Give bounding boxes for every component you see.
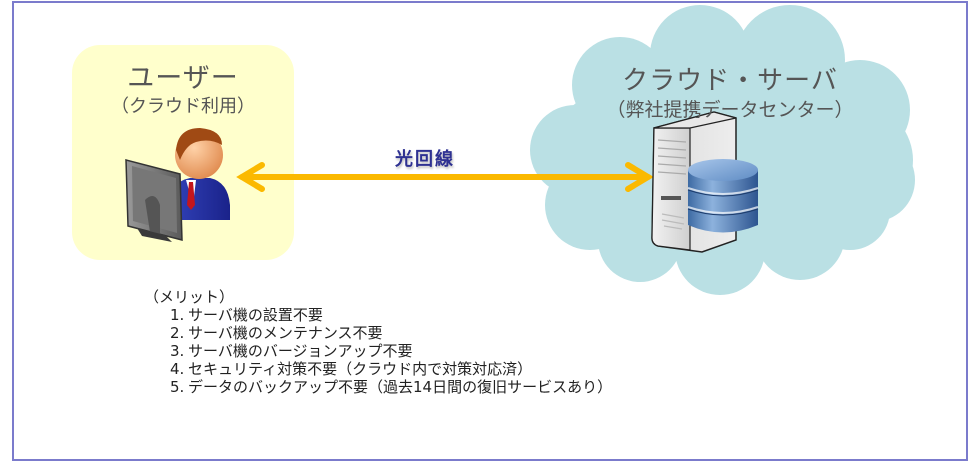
- merit-text: セキュリティ対策不要（クラウド内で対策対応済）: [188, 360, 533, 378]
- user-computer-icon: [125, 128, 230, 242]
- bidirectional-arrow-icon: [236, 162, 654, 192]
- merit-item: 3.サーバ機のバージョンアップ不要: [150, 342, 612, 360]
- merit-text: データのバックアップ不要（過去14日間の復旧サービスあり）: [188, 378, 613, 396]
- server-title: クラウド・サーバ: [622, 66, 838, 96]
- merit-item: 4.セキュリティ対策不要（クラウド内で対策対応済）: [150, 360, 612, 378]
- server-database-icon: [651, 111, 759, 253]
- user-subtitle: （クラウド利用）: [111, 96, 255, 117]
- merit-text: サーバ機のメンテナンス不要: [188, 324, 383, 342]
- connection-label: 光回線: [395, 149, 455, 170]
- merit-number: 1.: [170, 306, 185, 324]
- merits-list: （メリット） 1.サーバ機の設置不要 2.サーバ機のメンテナンス不要 3.サーバ…: [144, 288, 612, 396]
- merit-item: 5.データのバックアップ不要（過去14日間の復旧サービスあり）: [150, 378, 612, 396]
- merit-number: 4.: [170, 360, 185, 378]
- merits-heading: （メリット）: [144, 288, 235, 306]
- merit-number: 5.: [170, 378, 185, 396]
- server-subtitle: （弊社提携データセンター）: [606, 99, 854, 121]
- merit-item: 2.サーバ機のメンテナンス不要: [150, 324, 612, 342]
- merit-text: サーバ機のバージョンアップ不要: [188, 342, 413, 360]
- merit-number: 2.: [170, 324, 185, 342]
- merit-item: 1.サーバ機の設置不要: [150, 306, 612, 324]
- user-title: ユーザー: [127, 63, 239, 94]
- merit-text: サーバ機の設置不要: [188, 306, 323, 324]
- merit-number: 3.: [170, 342, 185, 360]
- cloud-shape: [530, 5, 915, 295]
